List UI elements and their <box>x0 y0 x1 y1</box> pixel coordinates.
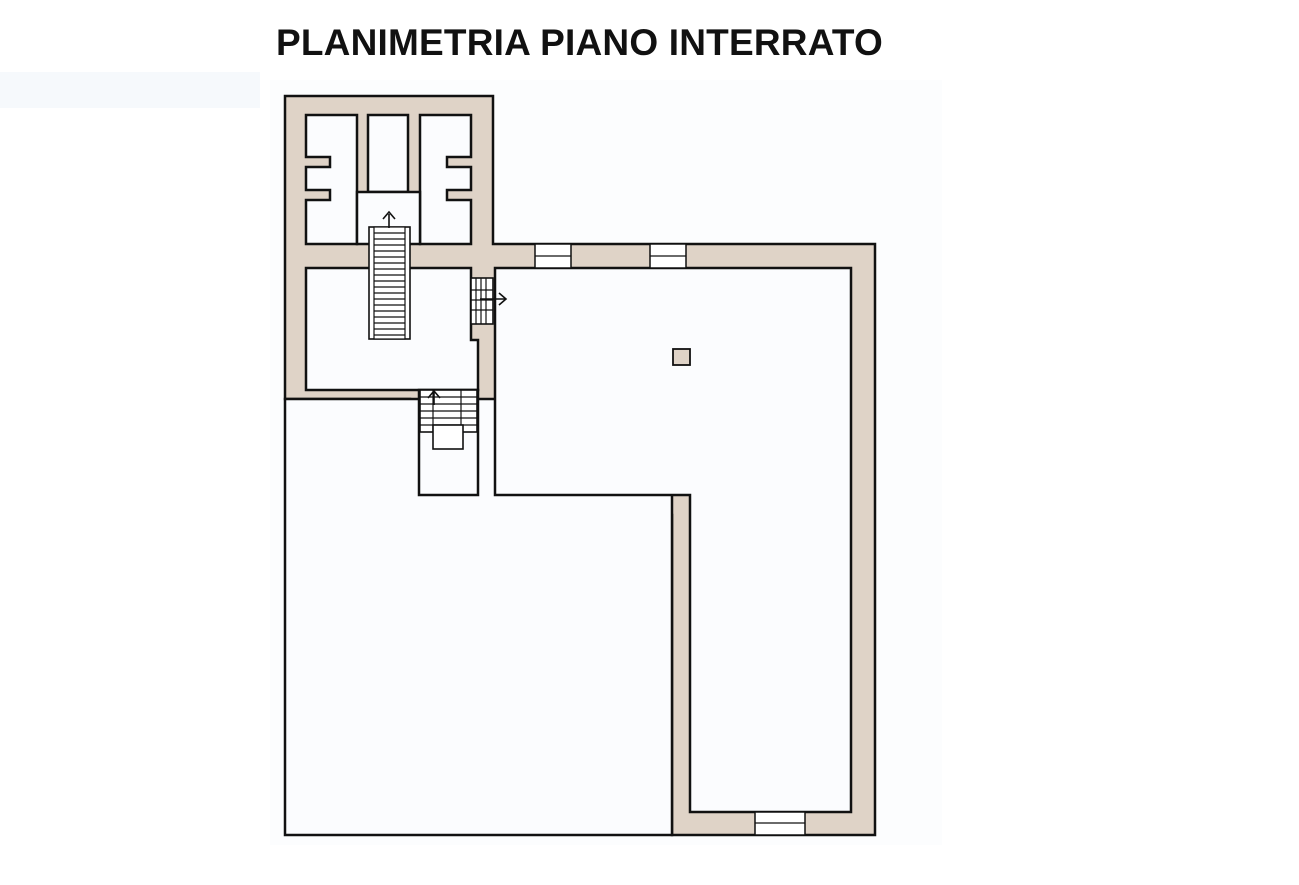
window-north-2 <box>649 243 687 269</box>
background-strip <box>0 72 260 108</box>
side-staircase <box>470 277 508 325</box>
cellar-right <box>418 113 473 246</box>
cellar-left <box>304 113 359 246</box>
lower-staircase <box>419 389 478 450</box>
main-staircase <box>368 226 411 340</box>
main-room <box>493 266 853 814</box>
window-north-1 <box>534 243 572 269</box>
cellar-center-top <box>366 113 410 194</box>
pillar <box>672 348 691 366</box>
page-title: PLANIMETRIA PIANO INTERRATO <box>276 22 883 63</box>
stair-up-arrow-icon <box>382 210 396 228</box>
window-south <box>754 811 806 836</box>
